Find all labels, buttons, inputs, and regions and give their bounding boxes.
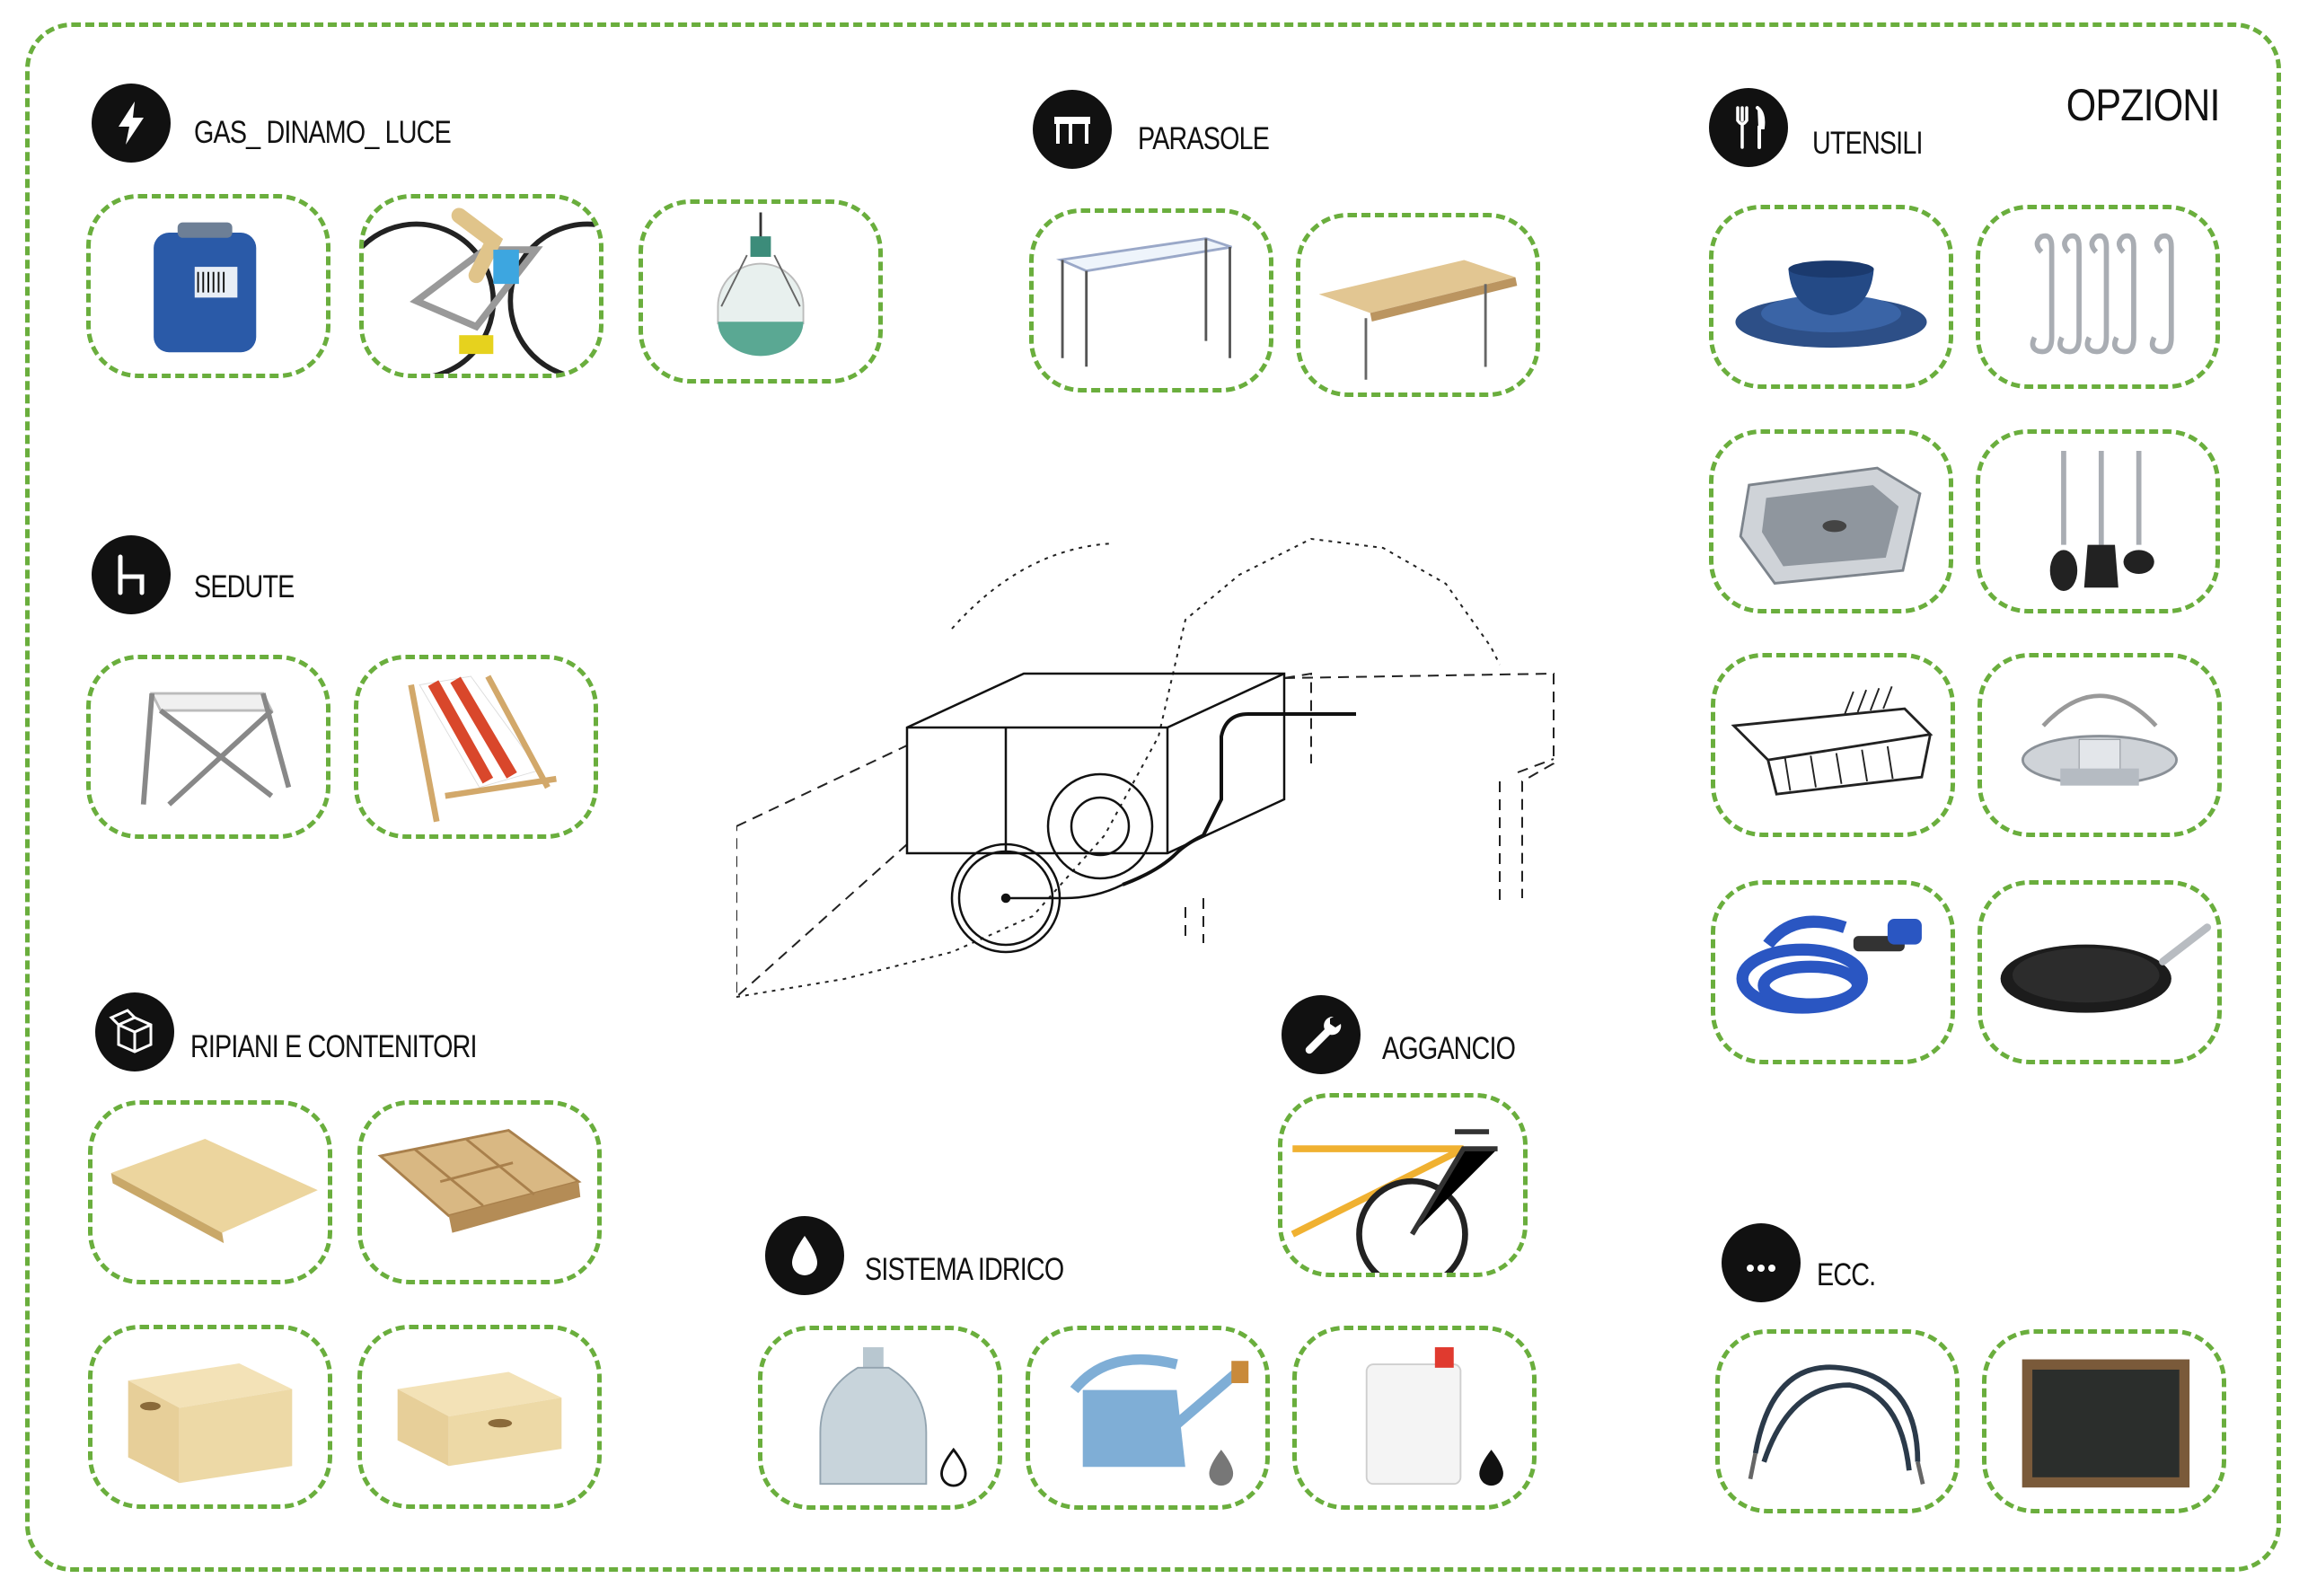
category-label-aggancio: AGGANCIO — [1382, 1031, 1516, 1066]
outer-dashed-frame — [25, 22, 2281, 1572]
deck-chair[interactable] — [354, 655, 598, 839]
folding-stool[interactable] — [86, 655, 330, 839]
frying-pan[interactable] — [1977, 880, 2222, 1064]
category-label-ripiani: RIPIANI E CONTENITORI — [190, 1029, 478, 1064]
wooden-crate-shallow[interactable] — [357, 1325, 602, 1509]
gas-canister[interactable] — [86, 194, 330, 378]
dish-rack[interactable] — [1711, 653, 1955, 837]
wrench-icon — [1282, 995, 1361, 1074]
s-hooks[interactable] — [1976, 205, 2220, 389]
dashed-shelf-outline — [736, 672, 1555, 999]
kitchen-utensils[interactable] — [1976, 429, 2220, 613]
cart-body — [905, 672, 1286, 954]
bicycle-dynamo[interactable] — [359, 194, 603, 378]
cutlery-tray[interactable] — [357, 1100, 602, 1284]
blue-dish-set[interactable] — [1709, 205, 1953, 389]
wooden-canopy[interactable] — [1296, 213, 1540, 397]
wooden-crate-deep[interactable] — [88, 1325, 332, 1509]
category-label-utensili: UTENSILI — [1812, 126, 1923, 161]
page-title: OPZIONI — [2066, 80, 2221, 130]
glass-demijohn[interactable] — [758, 1326, 1002, 1510]
chalkboard[interactable] — [1982, 1329, 2226, 1513]
bungee-cord[interactable] — [1715, 1329, 1960, 1513]
steel-sink[interactable] — [1709, 429, 1953, 613]
chair-icon — [92, 535, 171, 614]
water-drop-icon — [765, 1216, 844, 1295]
lightning-icon — [92, 84, 171, 163]
parasol-table-icon — [1033, 90, 1112, 169]
category-label-ecc: ECC. — [1817, 1257, 1876, 1292]
garden-hose[interactable] — [1711, 880, 1955, 1064]
solar-lamp[interactable] — [639, 199, 883, 384]
water-jerrycan[interactable] — [1292, 1326, 1537, 1510]
bike-hitch[interactable] — [1278, 1093, 1528, 1277]
wooden-board[interactable] — [88, 1100, 332, 1284]
category-label-sedute: SEDUTE — [194, 569, 295, 604]
box-icon — [95, 992, 174, 1071]
transparent-canopy[interactable] — [1029, 208, 1273, 392]
hitch-bar — [1122, 712, 1356, 886]
watering-can[interactable] — [1026, 1326, 1270, 1510]
fork-knife-icon — [1709, 88, 1788, 167]
camping-stove[interactable] — [1977, 653, 2222, 837]
ellipsis-icon — [1722, 1223, 1801, 1302]
cart-sketch — [736, 537, 1555, 999]
dotted-parasol-outline — [736, 537, 1501, 998]
category-label-gas: GAS_ DINAMO_ LUCE — [194, 115, 452, 150]
category-label-parasole: PARASOLE — [1138, 121, 1270, 156]
category-label-idrico: SISTEMA IDRICO — [865, 1252, 1064, 1287]
